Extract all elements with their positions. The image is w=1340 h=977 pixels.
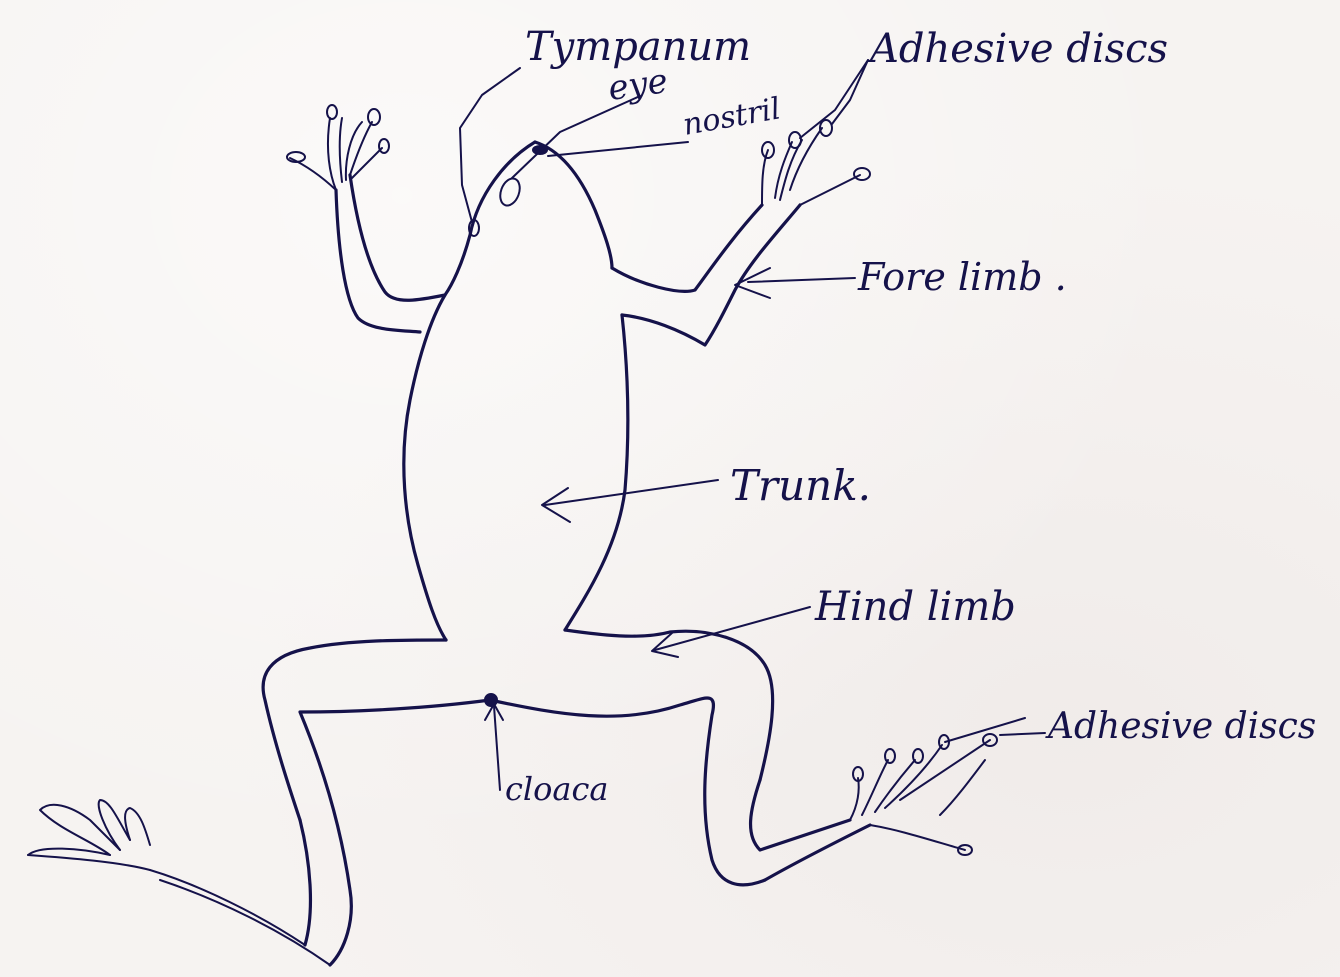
left-hind-limb [28,640,490,965]
head-right-edge [535,142,612,268]
frog-outline [404,142,628,640]
label-fore-limb: Fore limb . [857,255,1067,299]
body-left-edge [404,142,535,640]
leader-lines [460,60,1045,790]
label-trunk: Trunk. [730,461,871,510]
label-adhesive-discs-bottom: Adhesive discs [1045,706,1316,747]
label-tympanum: Tympanum [525,24,751,70]
label-nostril: nostril [680,91,783,143]
right-fore-limb [612,120,870,345]
eye-shape [497,176,523,208]
right-hind-limb [490,630,997,885]
label-eye: eye [606,61,670,109]
label-hind-limb: Hind limb [814,584,1016,630]
label-cloaca: cloaca [505,770,609,808]
label-adhesive-discs-top: Adhesive discs [866,26,1168,72]
body-right-edge [565,315,628,630]
left-fore-limb [287,105,445,332]
